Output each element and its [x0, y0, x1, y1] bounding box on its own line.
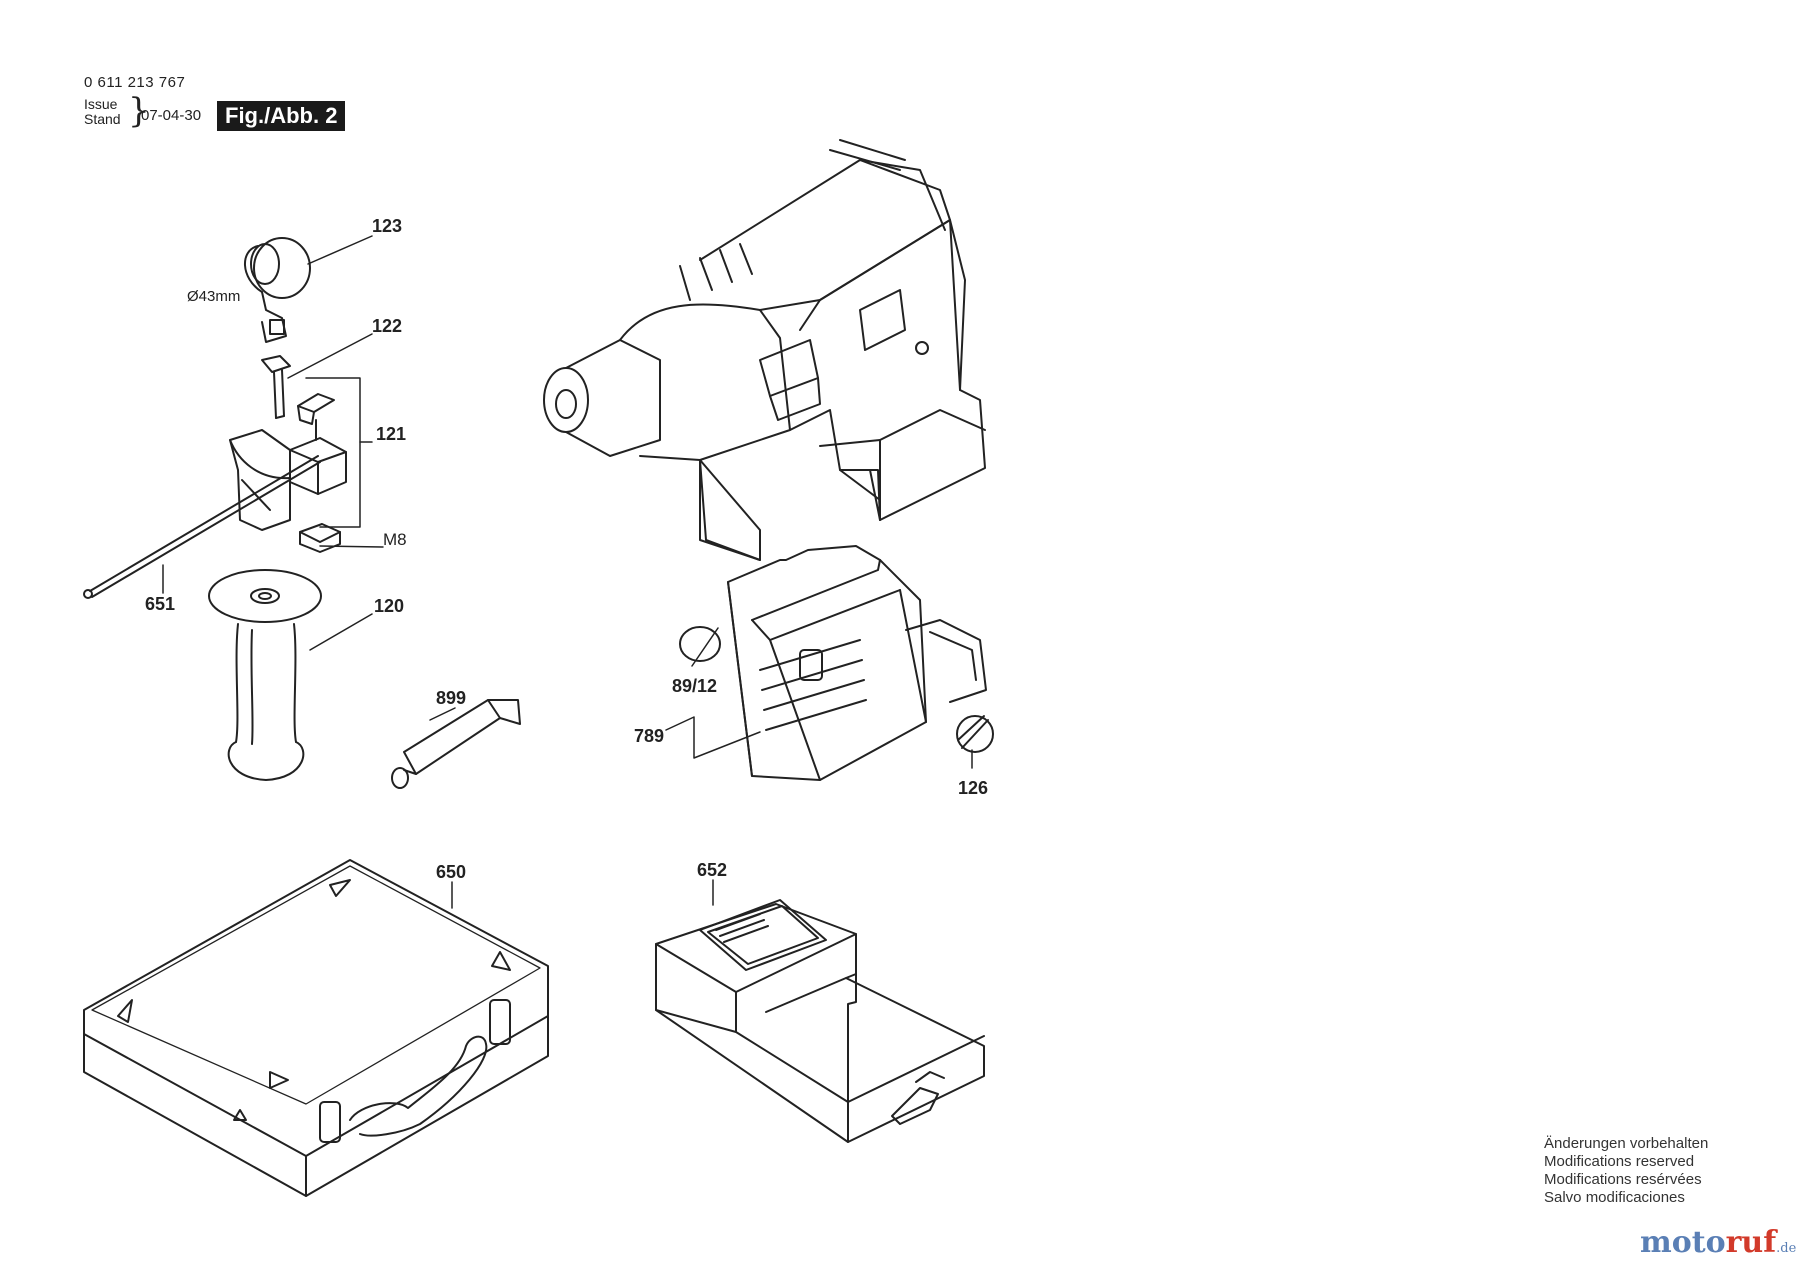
issue-date: 07-04-30 [141, 107, 202, 124]
note-fr: Modifications resérvées [1544, 1171, 1702, 1188]
note-de: Änderungen vorbehalten [1544, 1135, 1709, 1152]
leader-lines [163, 236, 972, 908]
brace-glyph: } [128, 91, 150, 131]
callout-120: 120 [374, 596, 405, 616]
stand-label: Stand [84, 111, 121, 127]
modification-notes: Änderungen vorbehalten Modifications res… [1544, 1135, 1708, 1207]
callout-126: 126 [958, 778, 989, 798]
battery-pack-789 [728, 546, 986, 780]
charger-652 [656, 900, 984, 1142]
clamp-ring-123 [245, 238, 310, 342]
callout-dia43: Ø43mm [187, 288, 241, 305]
sticker-89-12 [680, 627, 720, 661]
callout-m8: M8 [383, 530, 407, 549]
callout-89-12: 89/12 [672, 676, 718, 696]
rotary-hammer-body [544, 140, 985, 560]
watermark-logo: motoruf.de [1640, 1225, 1796, 1260]
callout-789: 789 [634, 726, 665, 746]
issue-label: Issue [84, 96, 118, 112]
callout-651: 651 [145, 594, 176, 614]
callout-652: 652 [697, 860, 728, 880]
carrying-case-650 [84, 860, 548, 1196]
figure-label: Fig./Abb. 2 [217, 101, 346, 131]
grease-tube-899 [392, 700, 520, 788]
side-handle-120 [209, 570, 321, 780]
callout-123: 123 [372, 216, 403, 236]
watermark-part1: moto [1640, 1225, 1726, 1260]
watermark-suffix: .de [1776, 1241, 1797, 1256]
depth-rod-651 [84, 456, 320, 598]
watermark-part2: ruf [1725, 1225, 1777, 1260]
note-es: Salvo modificaciones [1544, 1189, 1685, 1206]
label-disc-126 [957, 716, 993, 752]
issue-stand-label: Issue Stand [84, 97, 121, 127]
callout-899: 899 [436, 688, 467, 708]
screw-122 [262, 356, 290, 418]
part-number: 0 611 213 767 [84, 74, 186, 91]
callout-650: 650 [436, 862, 467, 882]
callout-122: 122 [372, 316, 403, 336]
note-en: Modifications reserved [1544, 1153, 1695, 1170]
callout-121: 121 [376, 424, 407, 444]
